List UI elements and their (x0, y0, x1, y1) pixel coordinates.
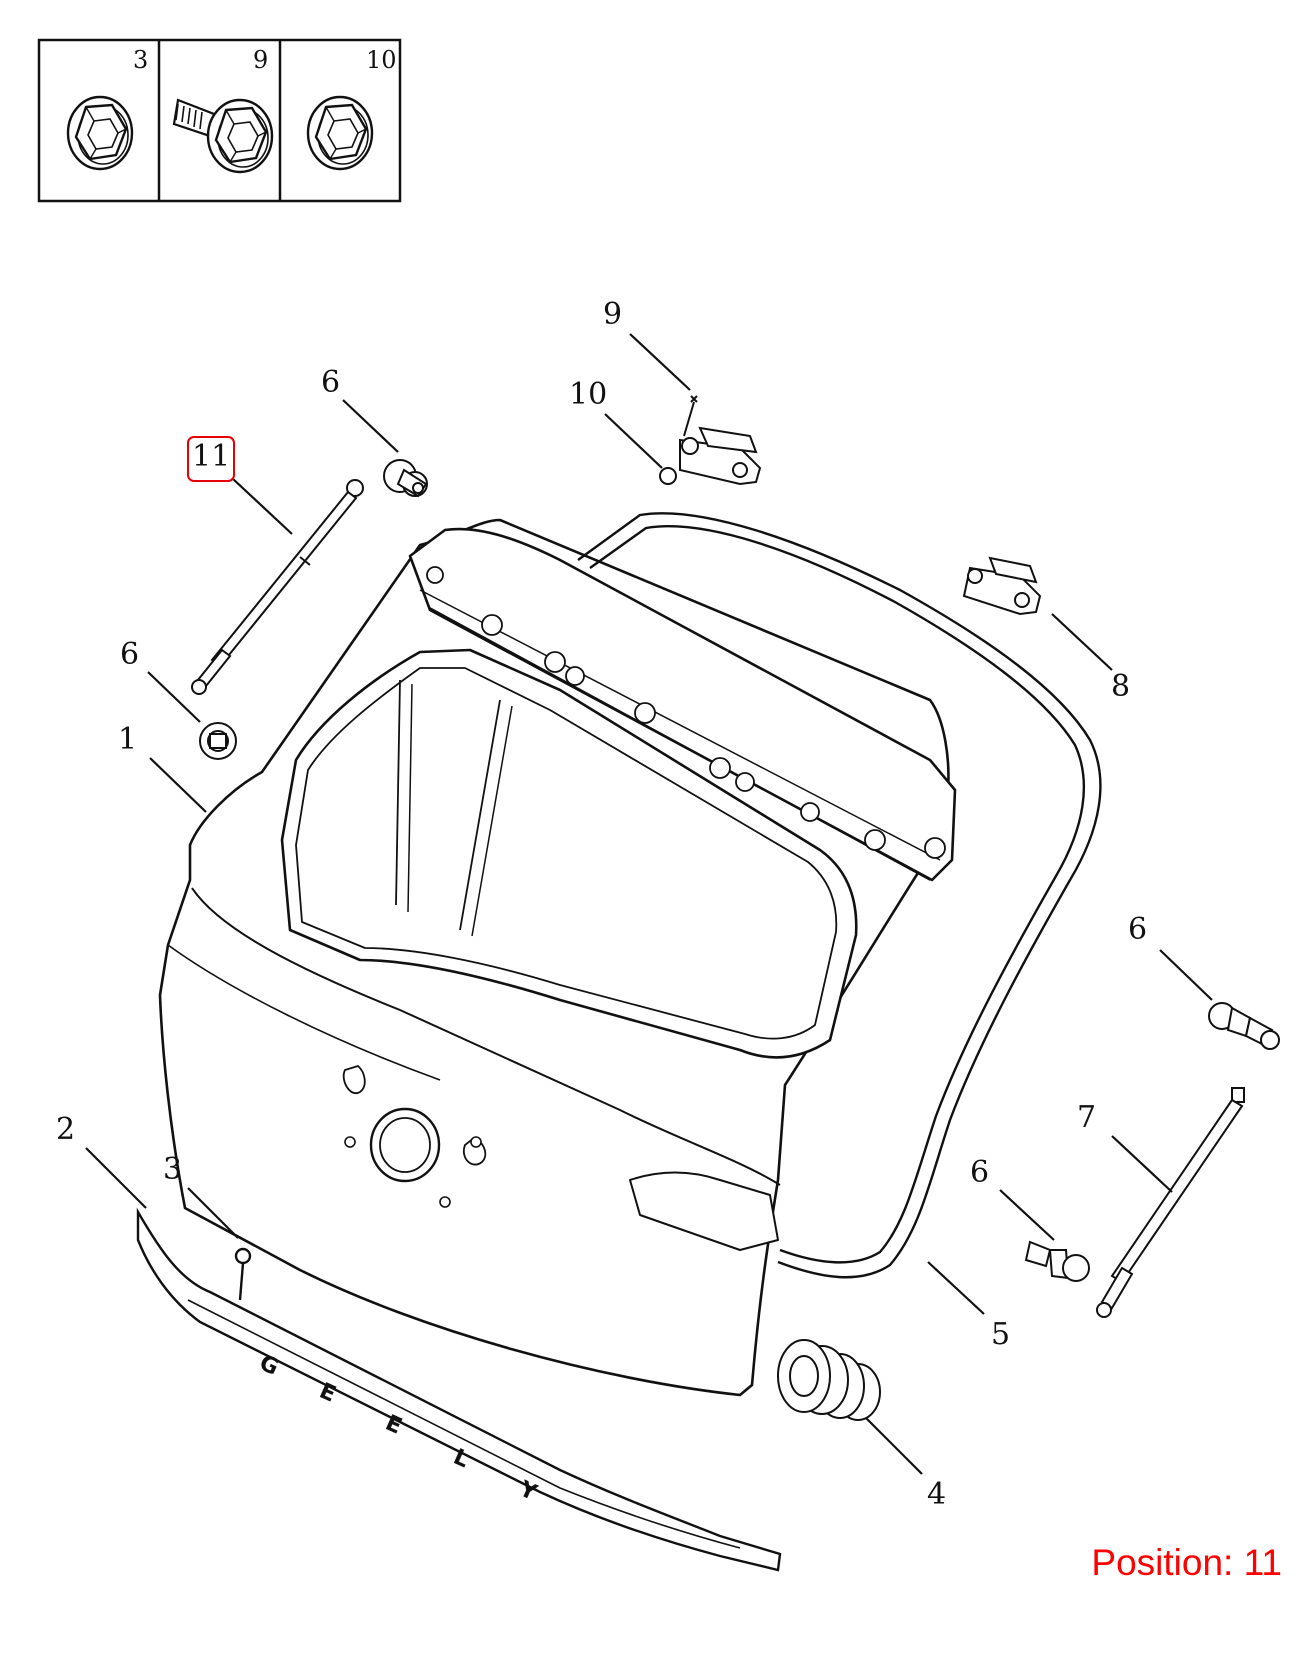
ball-stud-right-lower (1024, 1240, 1090, 1282)
ball-stud-top (383, 459, 428, 498)
garnish-strip (136, 1207, 782, 1572)
callout-1[interactable]: 1 (118, 722, 138, 757)
hex-flange-nut-3-icon (66, 95, 134, 171)
callout-3[interactable]: 3 (163, 1152, 183, 1187)
callout-8[interactable]: 8 (1111, 669, 1131, 704)
badge-letter-e1: E (316, 1379, 340, 1408)
badge-letters: G E E L Y (256, 1351, 542, 1507)
callout-11[interactable]: 11 (192, 439, 231, 474)
header-callout-9: 9 (253, 46, 269, 74)
tailgate-panel (158, 518, 957, 1397)
header-callout-10: 10 (366, 46, 397, 74)
callout-10[interactable]: 10 (569, 377, 608, 412)
hinge-right (962, 556, 1042, 616)
ball-stud-right-upper (1208, 1002, 1280, 1050)
position-label: Position: 11 (1091, 1542, 1282, 1583)
callout-6-left[interactable]: 6 (120, 637, 140, 672)
gas-strut-left (191, 479, 364, 695)
callout-2[interactable]: 2 (56, 1112, 76, 1147)
callout-4[interactable]: 4 (927, 1477, 947, 1512)
gas-strut-right (1096, 1087, 1245, 1318)
badge-letter-g: G (256, 1351, 283, 1381)
hinge-top (659, 395, 762, 486)
flange-bolt-9-icon (172, 98, 274, 174)
callout-5[interactable]: 5 (991, 1317, 1011, 1352)
callout-9[interactable]: 9 (603, 297, 623, 332)
callout-7[interactable]: 7 (1077, 1100, 1097, 1135)
callout-6-top[interactable]: 6 (321, 365, 341, 400)
leader-lines (85, 333, 1213, 1475)
hex-flange-nut-10-icon (306, 95, 374, 171)
rubber-bumper (777, 1339, 881, 1421)
header-callout-3: 3 (133, 46, 149, 74)
callout-11-highlight (187, 436, 235, 482)
callout-6-right-lower[interactable]: 6 (970, 1155, 990, 1190)
callout-6-right-upper[interactable]: 6 (1128, 912, 1148, 947)
reference-fastener-box (37, 38, 402, 203)
weatherstrip-seal (577, 512, 1102, 1279)
ball-stud-left (199, 722, 237, 760)
